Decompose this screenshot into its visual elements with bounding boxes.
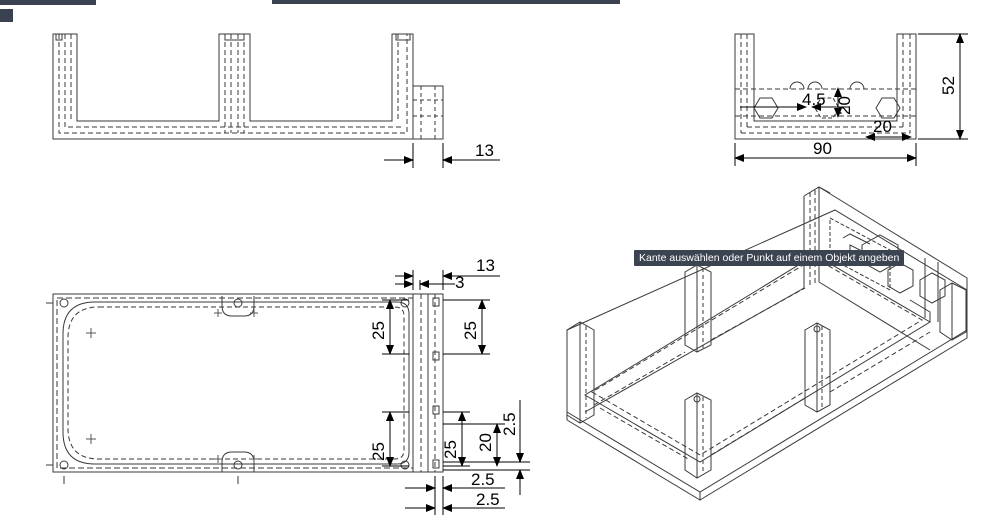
dim-label-top-2-5-b: 2.5: [476, 490, 500, 509]
toolbar-strip-center: [272, 0, 620, 4]
top-dimensions: [382, 270, 530, 515]
dim-label-top-2-5-a: 2.5: [471, 470, 495, 489]
dim-label-top-13: 13: [476, 256, 495, 275]
viewport-control-icon[interactable]: [0, 9, 13, 22]
side-dimensions: [734, 33, 968, 166]
dim-label-side-52: 52: [939, 76, 958, 95]
toolbar-strip-left: [0, 0, 96, 5]
dim-label-top-3: 3: [455, 273, 464, 292]
top-view[interactable]: [46, 293, 444, 484]
dim-label-top-25-c: 25: [461, 321, 480, 340]
command-tooltip: Kante auswählen oder Punkt auf einem Obj…: [634, 250, 905, 266]
dim-label-top-20: 20: [476, 433, 495, 452]
dim-label-front-13: 13: [475, 141, 494, 160]
isometric-view[interactable]: [566, 186, 968, 501]
front-view[interactable]: [52, 33, 444, 140]
dim-label-side-4-5: 4.5: [802, 90, 826, 109]
dim-label-side-90: 90: [813, 139, 832, 158]
dim-label-top-2-5-vertical: 2.5: [500, 412, 519, 436]
dim-label-top-25-b: 25: [369, 442, 388, 461]
dim-label-top-25-a: 25: [369, 321, 388, 340]
dim-label-side-20-horizontal: 20: [873, 117, 892, 136]
front-dimension-13: [384, 143, 500, 168]
dim-label-side-20-vertical: 20: [835, 96, 854, 115]
dim-label-top-25-d: 25: [441, 440, 460, 459]
side-view[interactable]: [734, 33, 917, 140]
